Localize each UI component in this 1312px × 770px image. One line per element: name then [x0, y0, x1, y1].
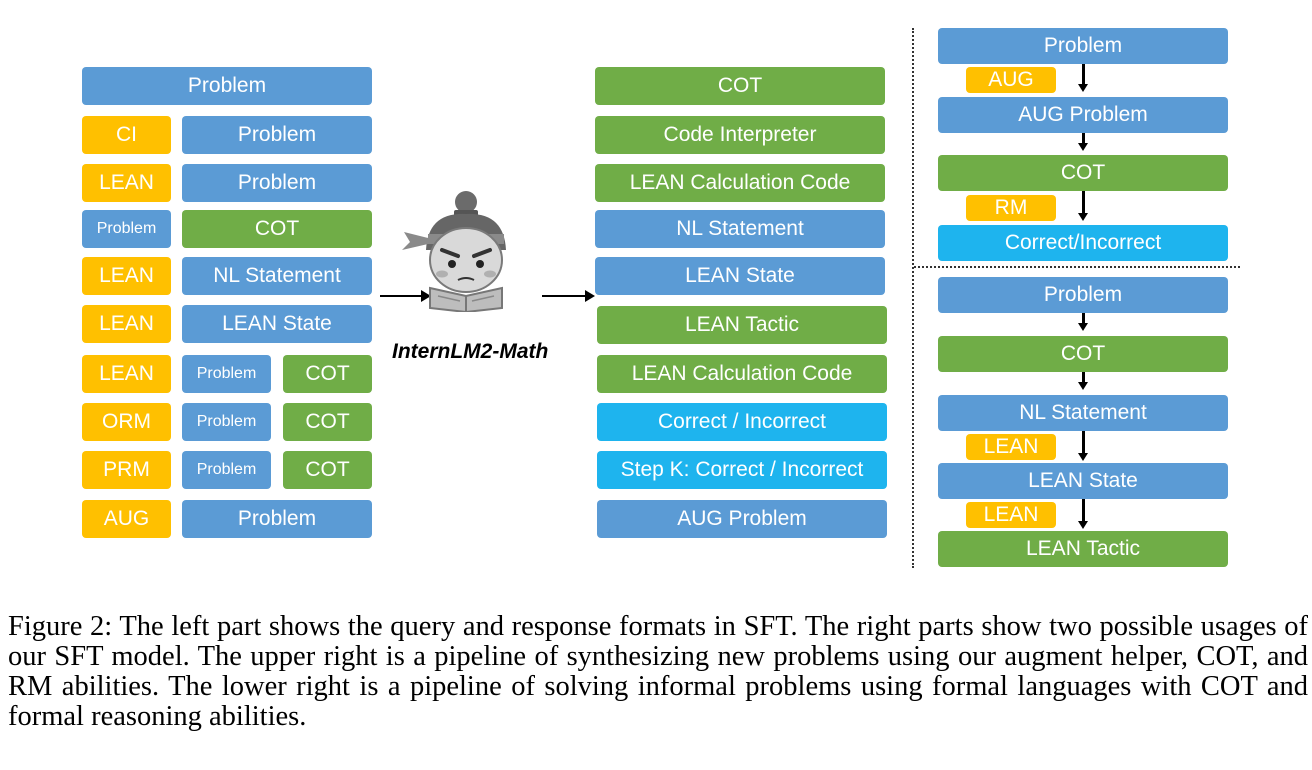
pipeline-step: Problem [938, 28, 1228, 64]
figure-caption: Figure 2: The left part shows the query … [8, 611, 1308, 732]
scholar-mascot-icon [402, 191, 506, 312]
pipeline-tag-rm: RM [966, 195, 1056, 221]
query-tag-lean: LEAN [82, 257, 171, 295]
query-tag-aug: AUG [82, 500, 171, 538]
query-sub-cot: COT [283, 403, 372, 441]
output-arrow [542, 290, 595, 302]
response-box: NL Statement [595, 210, 885, 248]
query-main: Problem [182, 164, 372, 202]
query-tag-ci: CI [82, 116, 171, 154]
pipeline-arrow [1078, 191, 1088, 221]
query-main: COT [182, 210, 372, 248]
response-box: Code Interpreter [595, 116, 885, 154]
query-tag-lean: LEAN [82, 164, 171, 202]
pipeline-step: LEAN State [938, 463, 1228, 499]
response-box: LEAN Calculation Code [595, 164, 885, 202]
pipeline-step: AUG Problem [938, 97, 1228, 133]
response-box: LEAN State [595, 257, 885, 295]
input-arrow [380, 290, 431, 302]
horizontal-divider [914, 266, 1240, 268]
query-main: Problem [182, 500, 372, 538]
query-sub-cot: COT [283, 355, 372, 393]
query-main: Problem [182, 116, 372, 154]
query-sub-problem: Problem [182, 355, 271, 393]
pipeline-arrow [1078, 64, 1088, 92]
query-tag-lean: LEAN [82, 305, 171, 343]
pipeline-step: COT [938, 155, 1228, 191]
pipeline-arrow [1078, 431, 1088, 461]
query-main: LEAN State [182, 305, 372, 343]
pipeline-tag-lean: LEAN [966, 502, 1056, 528]
pipeline-step: LEAN Tactic [938, 531, 1228, 567]
query-tag-orm: ORM [82, 403, 171, 441]
pipeline-arrow [1078, 313, 1088, 331]
query-sub-problem: Problem [182, 403, 271, 441]
pipeline-arrow [1078, 133, 1088, 151]
query-sub-cot: COT [283, 451, 372, 489]
pipeline-tag-aug: AUG [966, 67, 1056, 93]
response-box: Correct / Incorrect [597, 403, 887, 441]
response-box: AUG Problem [597, 500, 887, 538]
response-box: LEAN Calculation Code [597, 355, 887, 393]
model-name: InternLM2-Math [392, 340, 549, 363]
pipeline-tag-lean: LEAN [966, 434, 1056, 460]
query-tag-prm: PRM [82, 451, 171, 489]
query-problem-full: Problem [82, 67, 372, 105]
query-sub-problem: Problem [182, 451, 271, 489]
response-box: LEAN Tactic [597, 306, 887, 344]
vertical-divider [912, 28, 914, 568]
response-box: COT [595, 67, 885, 105]
query-main: NL Statement [182, 257, 372, 295]
pipeline-step: Problem [938, 277, 1228, 313]
query-tag-problem: Problem [82, 210, 171, 248]
pipeline-arrow [1078, 372, 1088, 390]
pipeline-arrow [1078, 499, 1088, 529]
pipeline-step: COT [938, 336, 1228, 372]
response-box: Step K: Correct / Incorrect [597, 451, 887, 489]
query-tag-lean: LEAN [82, 355, 171, 393]
pipeline-step: NL Statement [938, 395, 1228, 431]
pipeline-step: Correct/Incorrect [938, 225, 1228, 261]
